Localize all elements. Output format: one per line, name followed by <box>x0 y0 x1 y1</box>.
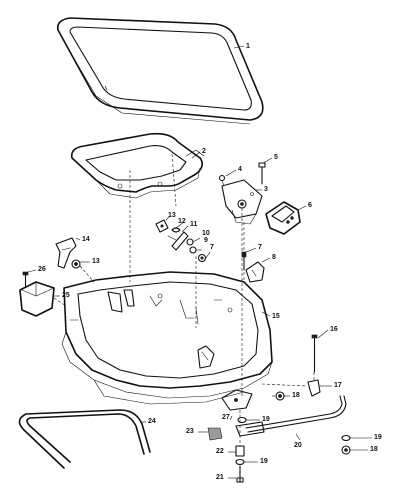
part-9-nut <box>189 246 197 254</box>
part-18-nut <box>275 391 285 401</box>
callout-17: 17 <box>334 382 342 389</box>
callout-5: 5 <box>274 154 278 161</box>
callout-19-c: 19 <box>260 458 268 465</box>
part-3-bracket <box>221 179 263 225</box>
leader-lines <box>27 45 372 479</box>
callout-18a: 18 <box>292 392 300 399</box>
part-17-bracket <box>307 379 321 397</box>
callout-7-lower: 7 <box>210 244 214 251</box>
part-11-lever <box>171 231 189 251</box>
callout-15: 15 <box>272 313 280 320</box>
callout-8: 8 <box>272 254 276 261</box>
callout-13-upper: 13 <box>168 212 176 219</box>
part-15-lower-cover <box>61 271 273 405</box>
part-6-connector <box>265 201 301 235</box>
part-18-nut-b <box>341 445 351 455</box>
part-21-bolt <box>236 465 244 483</box>
callout-14: 14 <box>82 236 90 243</box>
part-12-spring <box>167 227 181 241</box>
callout-11: 11 <box>190 221 198 228</box>
callout-18b: 18 <box>370 446 378 453</box>
part-13-bushing-lower <box>71 259 81 269</box>
part-5-screw <box>258 162 266 185</box>
part-19-washer-c <box>235 458 245 466</box>
callout-13-lower: 13 <box>92 258 100 265</box>
callout-7-upper: 7 <box>258 244 262 251</box>
callout-9: 9 <box>204 237 208 244</box>
part-4-screw <box>218 174 226 187</box>
callout-21: 21 <box>216 474 224 481</box>
part-20-link-rod <box>235 395 347 437</box>
part-2-inner-frame <box>70 132 205 199</box>
part-13-bushing-upper <box>155 219 169 233</box>
callout-6: 6 <box>308 202 312 209</box>
callout-1: 1 <box>246 43 250 50</box>
callout-19-a: 19 <box>262 416 270 423</box>
part-7-nut-lower <box>197 253 207 263</box>
callout-22: 22 <box>216 448 224 455</box>
part-14-latch <box>55 237 77 269</box>
part-19-washer-a <box>237 416 247 424</box>
part-10-washer <box>186 238 194 246</box>
callout-27: 27 <box>222 414 230 421</box>
callout-2: 2 <box>202 148 206 155</box>
callout-24: 24 <box>148 418 156 425</box>
callout-4: 4 <box>238 166 242 173</box>
part-23-grommet <box>207 427 223 441</box>
part-24-handle <box>18 409 151 469</box>
part-25-cover <box>19 281 55 317</box>
callout-26: 26 <box>38 266 46 273</box>
part-8-clip <box>245 261 265 283</box>
callout-12: 12 <box>178 218 186 225</box>
assembly-lines <box>53 153 315 446</box>
callout-19-b: 19 <box>374 434 382 441</box>
part-19-washer-b <box>341 434 351 442</box>
part-1-top-seal <box>56 17 264 125</box>
callout-23: 23 <box>186 428 194 435</box>
callout-25: 25 <box>62 292 70 299</box>
part-16-screw <box>311 334 318 373</box>
callout-10: 10 <box>202 230 210 237</box>
callout-3: 3 <box>264 186 268 193</box>
part-26-screw <box>22 271 29 287</box>
part-22-spacer <box>235 445 245 457</box>
part-27-bottom-plate <box>221 389 253 411</box>
callout-20: 20 <box>294 442 302 449</box>
callout-16: 16 <box>330 326 338 333</box>
